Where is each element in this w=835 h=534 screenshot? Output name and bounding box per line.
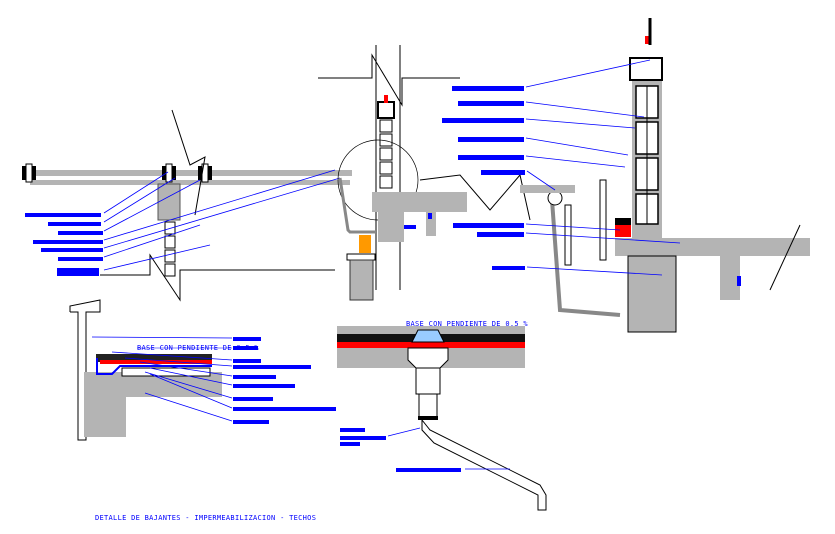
drawing-title: DETALLE DE BAJANTES - IMPERMEABILIZACION… (95, 514, 316, 522)
parapet-base (84, 372, 126, 437)
break-line-lower (100, 253, 335, 302)
pier (349, 259, 374, 301)
center-wall-section (318, 45, 531, 301)
drain-slope-note: BASE CON PENDIENTE DE 0.5 % (406, 320, 528, 328)
column-cap (157, 183, 181, 221)
parapet-callout-bars (233, 337, 336, 424)
right-wall-section (442, 18, 810, 333)
beam (627, 255, 677, 333)
wall-leaders (525, 59, 681, 276)
slab (372, 192, 467, 212)
roof-slab-bottom (30, 180, 350, 185)
parapet-detail: BASE CON PENDIENTE DE 0.5 % (69, 299, 336, 441)
roof-slab (615, 238, 810, 256)
roof-slab-top (22, 170, 352, 176)
beam-section (22, 109, 352, 302)
break-line (171, 109, 206, 216)
block-column (164, 221, 176, 277)
steel-beam (359, 235, 371, 253)
roof-drain-detail: BASE CON PENDIENTE DE 0.5 % (337, 320, 547, 511)
drain-callout-bars (340, 428, 461, 472)
wall-callout-bars (442, 86, 525, 270)
downspout (550, 199, 621, 317)
beam-leaders (103, 169, 341, 271)
parapet-leaders (91, 336, 233, 422)
beam-callout-bars (25, 213, 103, 276)
block-stack (379, 119, 393, 189)
